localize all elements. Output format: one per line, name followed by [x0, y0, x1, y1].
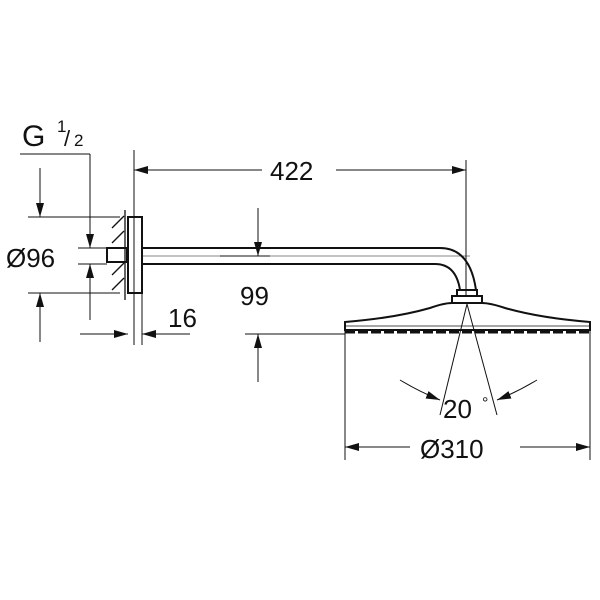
head-diameter-label: Ø310	[420, 434, 484, 464]
spray-angle-value-label: 20	[443, 394, 472, 424]
flange-diameter-label: Ø96	[6, 243, 55, 273]
dim-arm-projection	[134, 160, 467, 296]
thread-prefix-label: G	[22, 120, 45, 153]
shower-arm	[142, 247, 477, 291]
thread-denominator-label: 2	[74, 131, 83, 150]
shower-head	[344, 302, 591, 334]
flange-depth-label: 16	[168, 303, 197, 333]
dim-head-diameter	[344, 330, 591, 460]
arm-drop-label: 99	[240, 281, 269, 311]
dim-flange-diameter	[28, 168, 120, 342]
thread-numerator-label: 1	[57, 117, 66, 136]
connector-nut	[451, 289, 483, 304]
arm-projection-label: 422	[270, 156, 313, 186]
dim-arm-drop	[220, 208, 345, 382]
spray-angle-unit-label: °	[482, 395, 488, 412]
thread-slash-label: /	[64, 126, 71, 151]
dim-spray-angle	[399, 303, 538, 416]
dim-thread	[20, 153, 107, 320]
wall-flange	[106, 150, 143, 345]
dim-flange-depth	[80, 293, 190, 345]
